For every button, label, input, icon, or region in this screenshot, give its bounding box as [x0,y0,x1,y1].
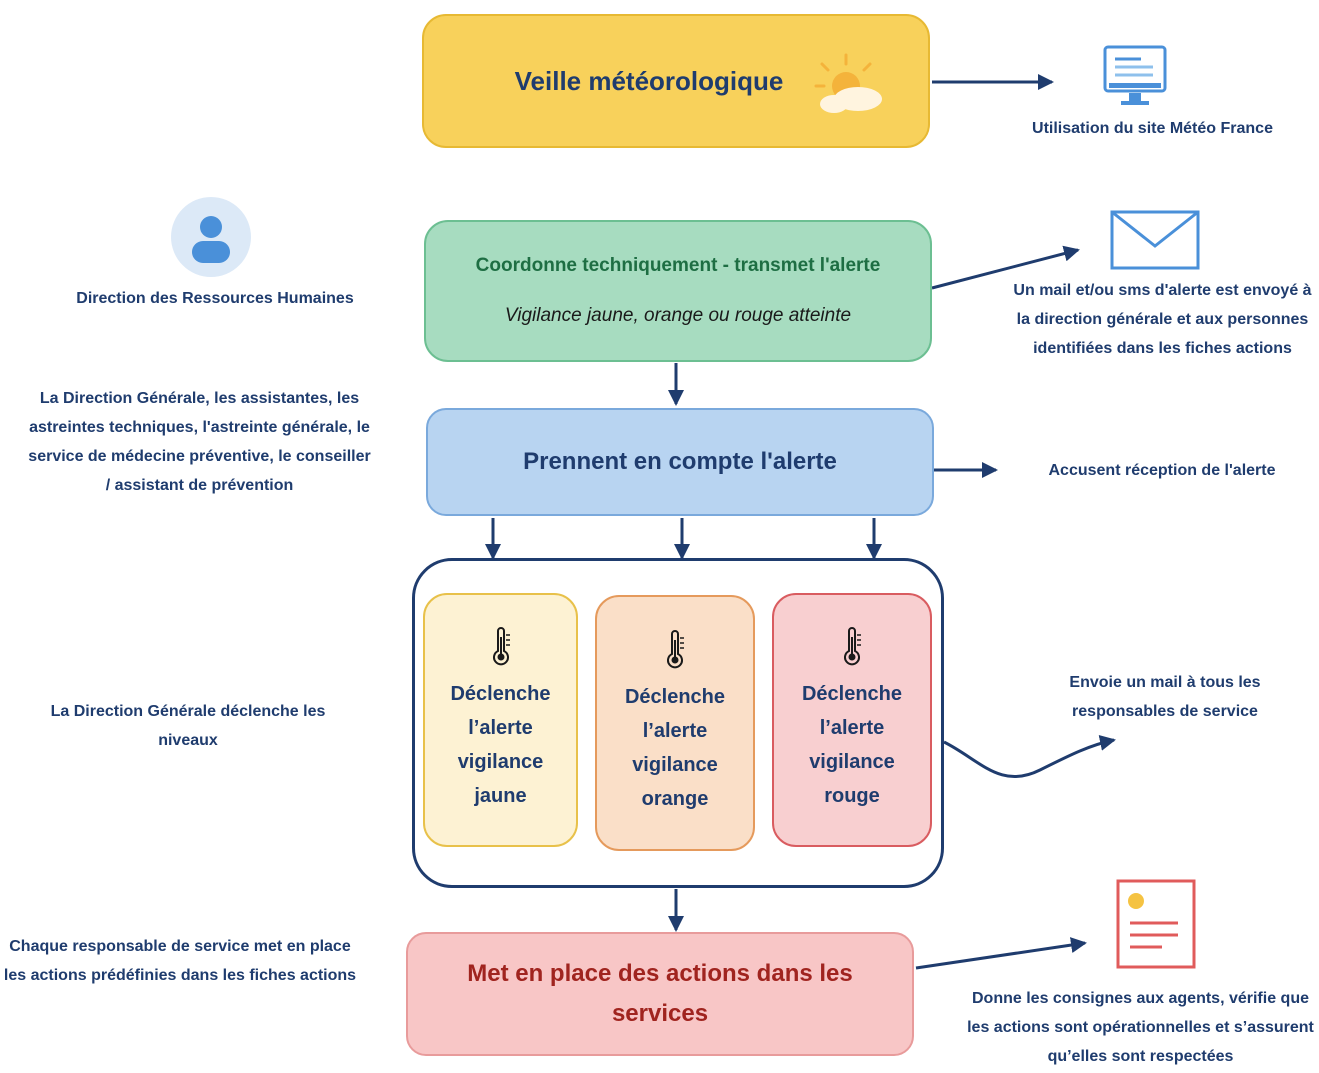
sun-cloud-icon [814,53,882,113]
document-icon [1116,879,1196,969]
level-yellow-text: Déclenche l’alerte vigilance jaune [450,683,551,807]
actions-note: Donne les consignes aux agents, vérifie … [967,990,1314,1065]
take-title: Prennent en compte l'alerte [523,448,837,475]
level-yellow-box: Déclenche l’alerte vigilance jaune [423,593,578,847]
levels-label: La Direction Générale déclenche les nive… [50,703,326,749]
coord-subtitle: Vigilance jaune, orange ou rouge atteint… [504,305,852,326]
thermometer-icon [492,627,510,666]
coord-box: Coordonne techniquement - transmet l'ale… [424,220,932,362]
take-note: Accusent réception de l'alerte [1048,462,1276,479]
arrow-levels-to-mail [943,735,1116,779]
level-red-text: Déclenche l’alerte vigilance rouge [801,683,903,807]
actions-label: Chaque responsable de service met en pla… [3,938,357,984]
thermometer-icon [844,627,861,666]
mail-note: Un mail et/ou sms d'alerte est envoyé à … [1013,282,1312,357]
thermometer-icon [667,630,684,669]
drh-label: Direction des Ressources Humaines [76,290,354,307]
mail-icon [1110,210,1200,270]
level-red-box: Déclenche l’alerte vigilance rouge [772,593,932,847]
level-orange-text: Déclenche l’alerte vigilance orange [624,686,726,810]
weather-site-note: Utilisation du site Météo France [1032,120,1273,137]
team-label: La Direction Générale, les assistantes, … [28,390,371,494]
take-box: Prennent en compte l'alerte [426,408,934,516]
actions-box: Met en place des actions dans les servic… [406,932,914,1056]
weather-title: Veille météorologique [514,65,784,96]
arrow-coord-to-mail [931,245,1080,290]
monitor-icon [1103,45,1167,105]
actions-title: Met en place des actions dans les servic… [467,960,853,1027]
level-orange-box: Déclenche l’alerte vigilance orange [595,595,755,851]
user-icon [171,197,251,277]
arrow-actions-to-doc [915,937,1087,970]
levels-mail-note: Envoie un mail à tous les responsables d… [1069,674,1261,720]
coord-title: Coordonne techniquement - transmet l'ale… [475,255,881,276]
